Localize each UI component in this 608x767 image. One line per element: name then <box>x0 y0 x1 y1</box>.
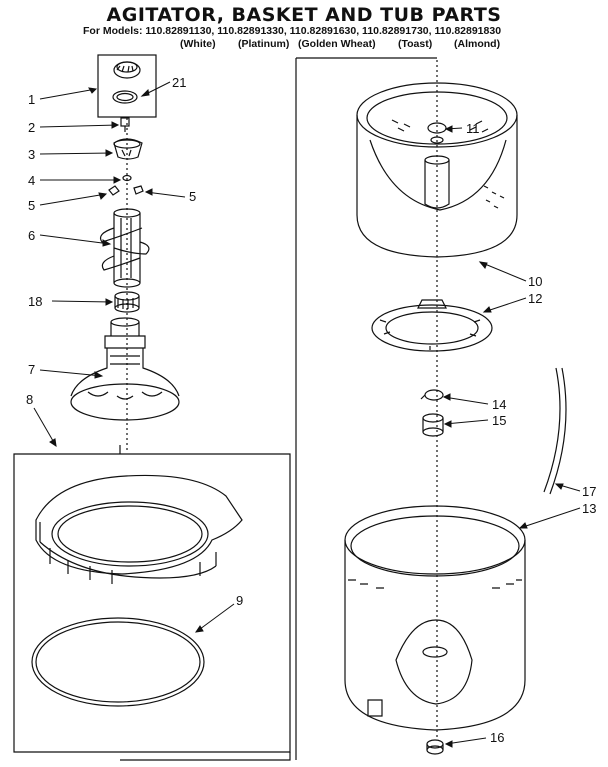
callout-5-left: 5 <box>28 198 35 213</box>
part-5-dogs <box>108 185 144 196</box>
callout-1: 1 <box>28 92 35 107</box>
part-3-cam <box>113 138 143 160</box>
part-18-ratchet <box>114 291 140 313</box>
callout-10: 10 <box>528 274 542 289</box>
callout-17: 17 <box>582 484 596 499</box>
part-16-nut <box>426 739 444 755</box>
callout-9: 9 <box>236 593 243 608</box>
part-6-agitator-auger <box>99 208 150 288</box>
part-9-tub-gasket <box>31 617 205 707</box>
color-almond: (Almond) <box>454 38 501 50</box>
callout-12: 12 <box>528 291 542 306</box>
callout-4: 4 <box>28 173 35 188</box>
callout-15: 15 <box>492 413 506 428</box>
callout-18: 18 <box>28 294 42 309</box>
part-8-tub-ring <box>35 474 243 584</box>
axis-lines <box>126 60 438 740</box>
part-13-outer-tub <box>344 505 526 731</box>
part-2-bolt <box>120 117 130 132</box>
part-4-washer <box>122 174 132 182</box>
callout-14: 14 <box>492 397 506 412</box>
color-platinum: (Platinum) <box>238 38 290 50</box>
part-12-drive-block-plate <box>371 299 493 352</box>
callout-6: 6 <box>28 228 35 243</box>
callout-5-right: 5 <box>189 189 196 204</box>
leader-lines <box>33 81 581 748</box>
callout-13: 13 <box>582 501 596 516</box>
callout-3: 3 <box>28 147 35 162</box>
part-14-clamp <box>420 389 444 401</box>
part-17-hose <box>543 367 567 495</box>
part-15-seal <box>422 413 444 437</box>
callout-8: 8 <box>26 392 33 407</box>
callout-11: 11 <box>466 121 480 136</box>
callout-21: 21 <box>172 75 186 90</box>
color-golden-wheat: (Golden Wheat) <box>298 38 376 50</box>
callout-numbers: 1 2 3 4 5 5 6 18 7 8 9 21 11 10 12 14 15… <box>26 75 596 745</box>
part-8-frame <box>13 445 291 761</box>
callout-2: 2 <box>28 120 35 135</box>
diagram-title: AGITATOR, BASKET AND TUB PARTS <box>106 4 502 26</box>
models-line: For Models: 110.82891130, 110.82891330, … <box>83 25 502 37</box>
callout-7: 7 <box>28 362 35 377</box>
part-7-agitator-base <box>70 317 180 421</box>
color-toast: (Toast) <box>398 38 433 50</box>
part-11-hub-nut <box>427 122 447 134</box>
part-21-cap-kit-box <box>97 54 157 118</box>
callout-16: 16 <box>490 730 504 745</box>
color-white: (White) <box>180 38 216 50</box>
